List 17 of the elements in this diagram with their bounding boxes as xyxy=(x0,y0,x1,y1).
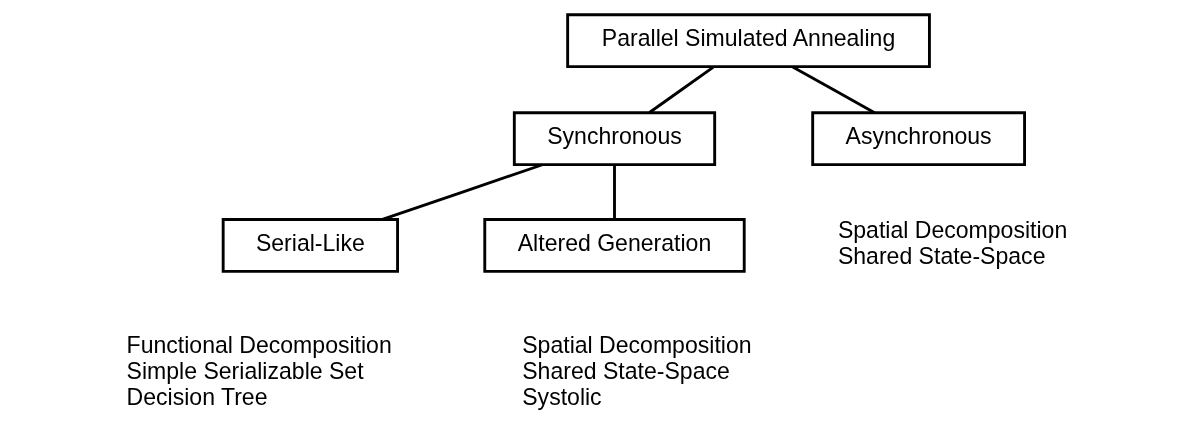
node-label: Spatial Decomposition xyxy=(837,216,1067,243)
node-label: Functional Decomposition xyxy=(126,331,392,358)
node-label: Shared State-Space xyxy=(521,357,730,384)
node-label: Decision Tree xyxy=(126,383,267,410)
connector xyxy=(791,65,875,114)
connector xyxy=(381,162,543,221)
node-label: Spatial Decomposition xyxy=(521,331,752,358)
node-box: Synchronous xyxy=(512,110,716,166)
node-box: Serial-Like xyxy=(221,217,399,273)
connector xyxy=(612,164,616,219)
node-label: Shared State-Space xyxy=(837,242,1045,269)
connector xyxy=(648,65,714,114)
node-label: Simple Serializable Set xyxy=(126,357,364,384)
node-box: Asynchronous xyxy=(810,110,1026,166)
node-box: Parallel Simulated Annealing xyxy=(565,12,931,68)
node-label: Systolic xyxy=(521,383,602,410)
node-box: Altered Generation xyxy=(482,217,746,273)
